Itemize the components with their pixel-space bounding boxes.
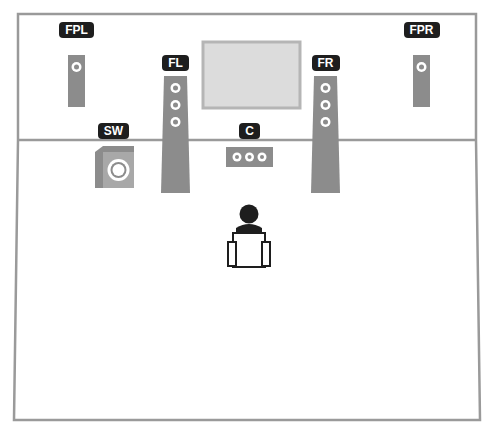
tower-speaker bbox=[311, 76, 340, 193]
presence-speaker bbox=[413, 55, 430, 107]
speaker-tag: C bbox=[239, 123, 260, 139]
speaker-label: FPL bbox=[65, 23, 88, 37]
center-speaker bbox=[226, 147, 273, 167]
speaker-tag: FL bbox=[162, 55, 189, 71]
listener bbox=[228, 205, 270, 268]
speaker-tag: FPL bbox=[59, 22, 94, 38]
speaker-tag: FR bbox=[312, 55, 340, 71]
speaker-label: FR bbox=[318, 56, 334, 70]
speaker-tag: FPR bbox=[404, 22, 440, 38]
subwoofer bbox=[95, 146, 134, 188]
speaker-label: SW bbox=[104, 124, 123, 138]
speaker-label: FL bbox=[168, 56, 183, 70]
speaker-tag: SW bbox=[98, 123, 129, 139]
room-outline bbox=[14, 14, 480, 420]
speaker-label: C bbox=[245, 124, 254, 138]
presence-speaker bbox=[68, 55, 85, 107]
tower-speaker bbox=[161, 76, 190, 193]
tv-screen bbox=[203, 42, 300, 108]
speaker-label: FPR bbox=[410, 23, 434, 37]
